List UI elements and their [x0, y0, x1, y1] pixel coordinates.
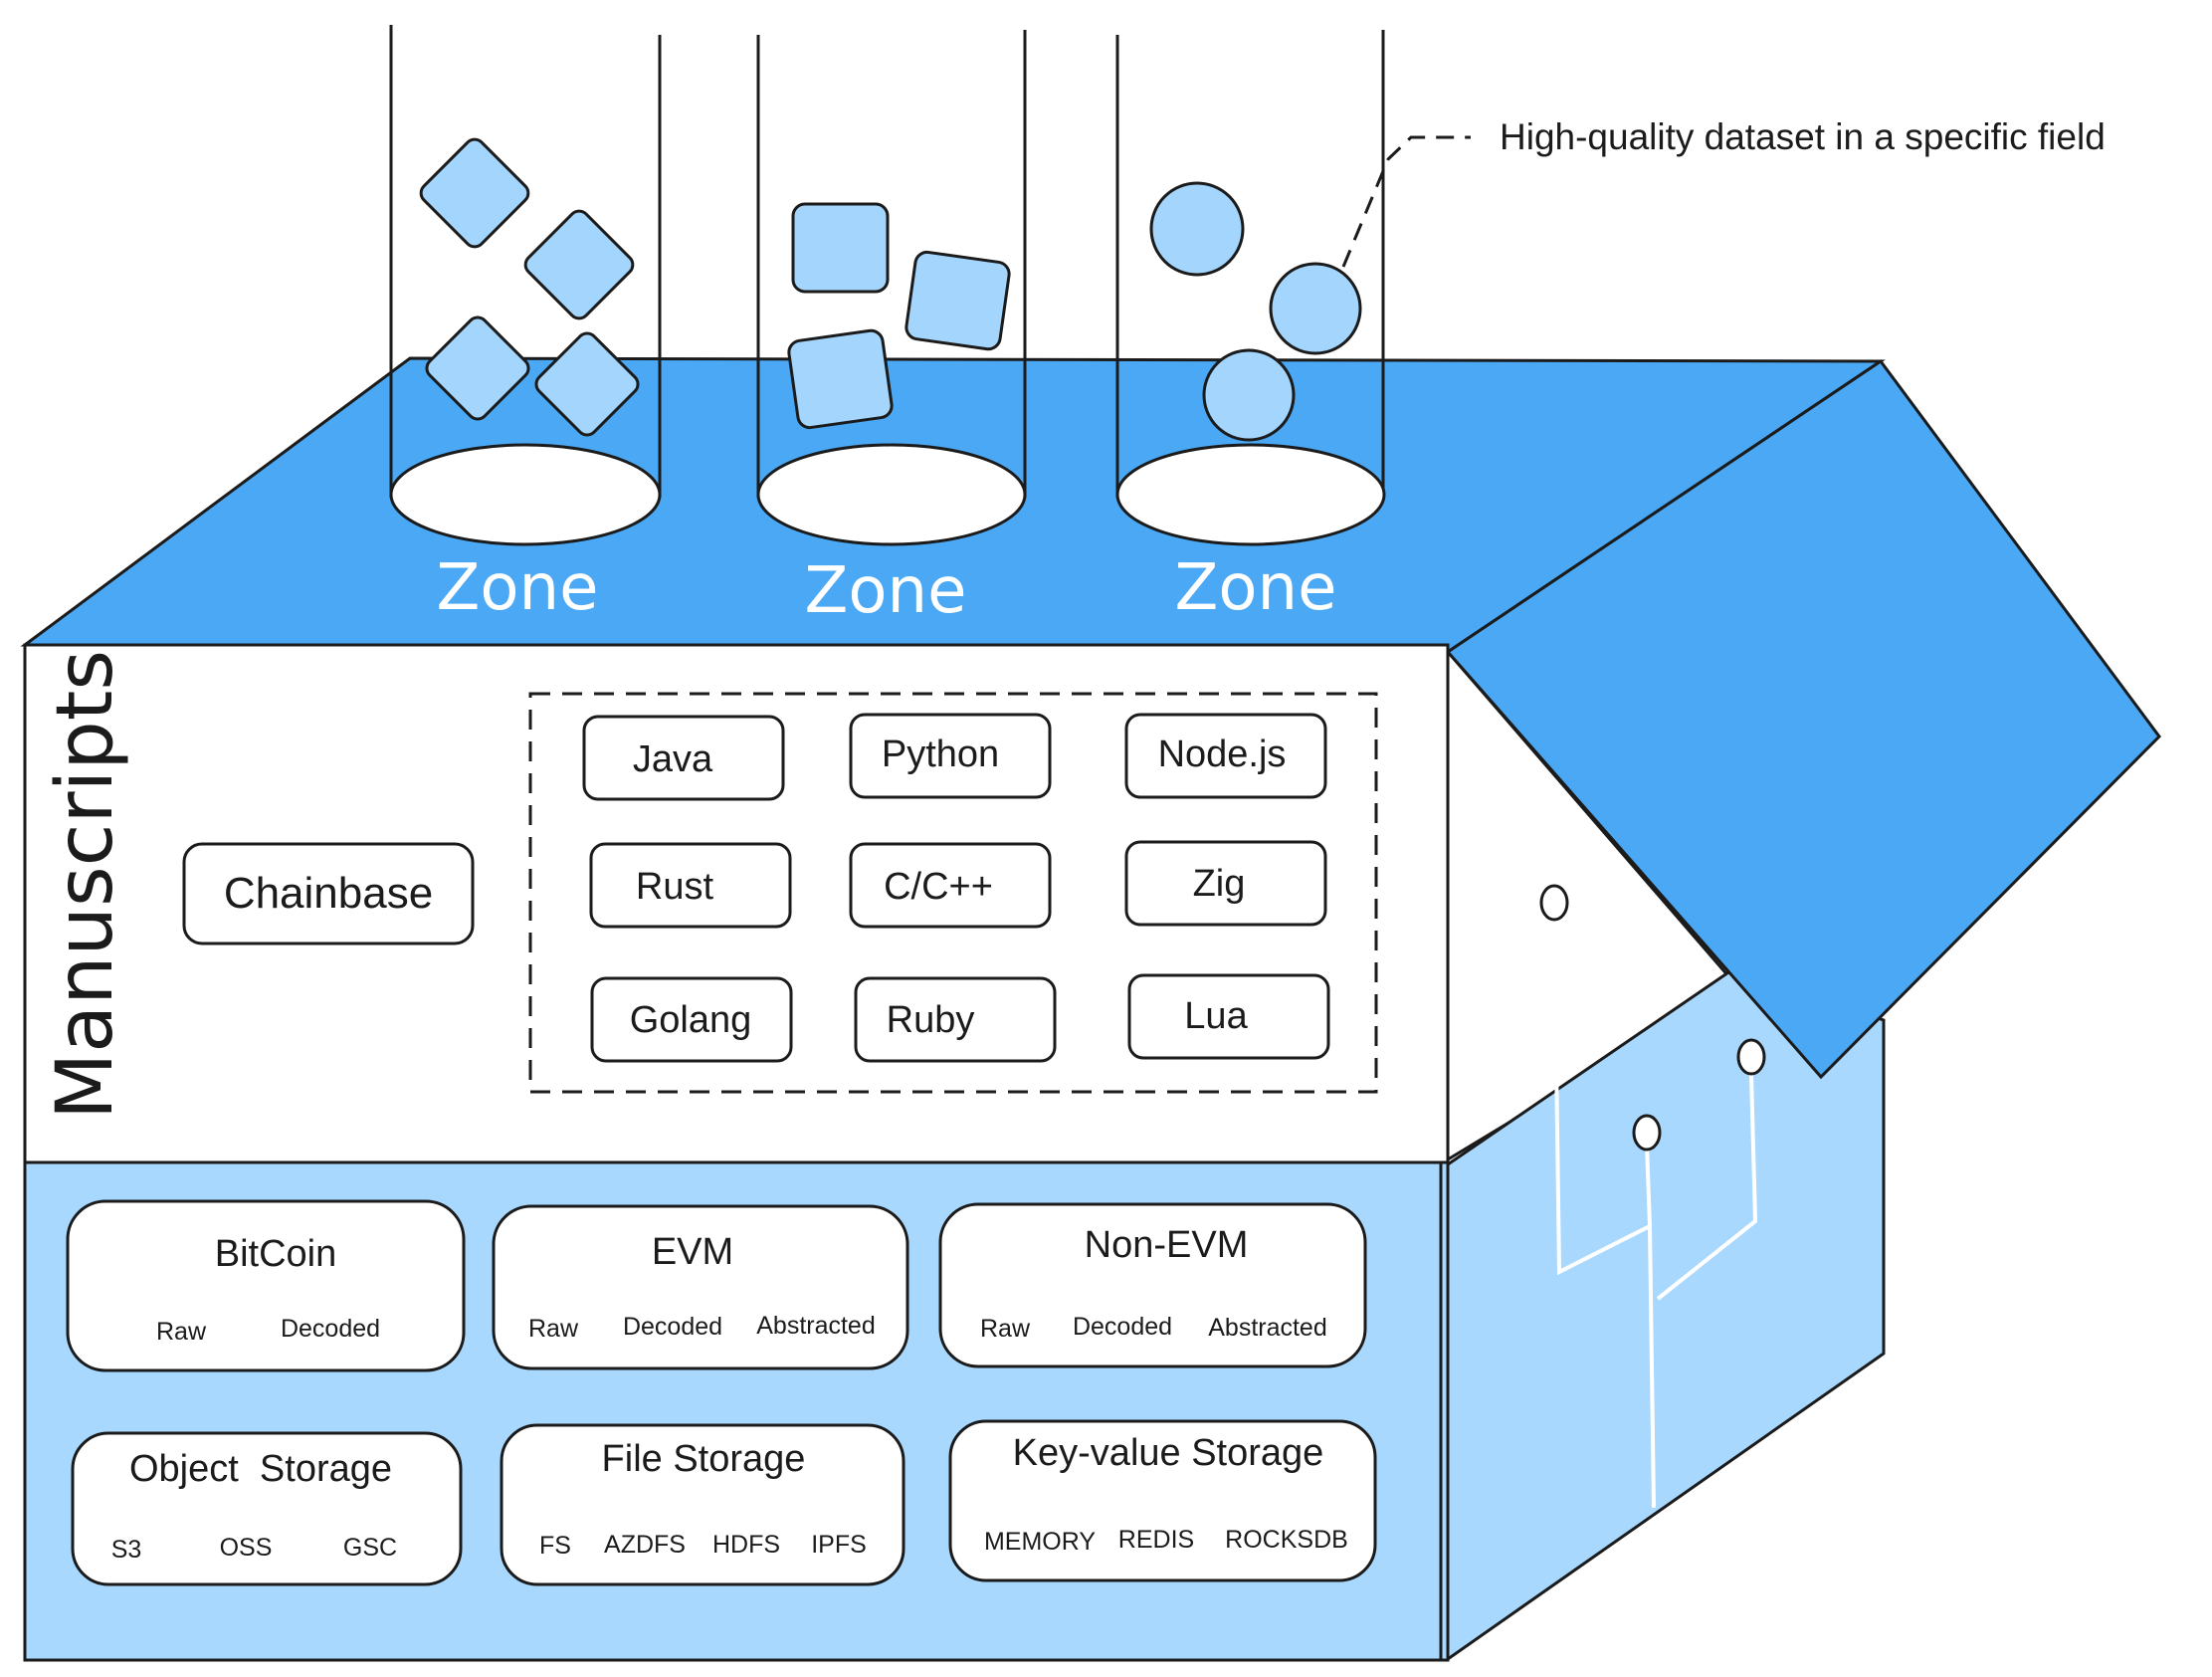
chain-item: Decoded [623, 1313, 722, 1341]
callout-label: High-quality dataset in a specific field [1500, 116, 2106, 157]
chainbase-label: Chainbase [224, 869, 433, 918]
chain-item: Abstracted [756, 1312, 876, 1340]
storage-item: AZDFS [604, 1531, 686, 1559]
lang-cpp: C/C++ [884, 866, 993, 908]
zone-tube-3 [1115, 30, 1386, 546]
chain-item: Raw [980, 1315, 1031, 1343]
circuit-node [1539, 884, 1569, 922]
zone-label-1: Zone [437, 551, 599, 625]
storage-item: GSC [343, 1534, 397, 1562]
chain-title-bitcoin: BitCoin [215, 1233, 337, 1275]
storage-box-keyvalue [948, 1419, 1377, 1582]
zone-tube-2 [756, 30, 1027, 546]
storage-title-object: Object Storage [129, 1448, 392, 1490]
lang-box-cpp [849, 842, 1052, 929]
lang-golang: Golang [630, 999, 752, 1041]
storage-item: OSS [220, 1534, 273, 1562]
manuscripts-label: Manuscripts [41, 650, 130, 1120]
lang-box-python [849, 713, 1052, 799]
lang-box-rust [589, 842, 792, 929]
lang-box-zig [1124, 840, 1327, 927]
storage-item: REDIS [1118, 1526, 1194, 1554]
chain-item: Decoded [1073, 1313, 1172, 1341]
zone-tube-1 [389, 25, 662, 546]
storage-item: MEMORY [984, 1528, 1096, 1556]
circuit-node [1632, 1114, 1662, 1152]
chain-box-nonevm [938, 1202, 1367, 1368]
chainbase-box [182, 842, 475, 945]
storage-item: IPFS [811, 1531, 867, 1559]
storage-item: ROCKSDB [1225, 1526, 1348, 1554]
chain-item: Abstracted [1208, 1314, 1327, 1342]
lang-nodejs: Node.js [1158, 734, 1287, 775]
languages-group [528, 692, 1378, 1094]
dataset-squares [787, 202, 1011, 430]
chain-box-bitcoin [66, 1199, 466, 1372]
chain-item: Raw [156, 1318, 207, 1346]
lang-box-java [582, 715, 785, 801]
lang-box-nodejs [1124, 713, 1327, 799]
storage-item: S3 [111, 1536, 142, 1564]
lang-zig: Zig [1193, 863, 1246, 905]
storage-item: FS [539, 1532, 571, 1560]
chain-item: Decoded [281, 1315, 380, 1343]
circuit-lines [1552, 917, 1758, 1509]
lang-box-lua [1127, 973, 1330, 1060]
storage-title-keyvalue: Key-value Storage [1013, 1432, 1324, 1474]
chain-title-evm: EVM [652, 1231, 733, 1273]
lang-java: Java [633, 738, 713, 780]
lang-lua: Lua [1184, 995, 1248, 1037]
chain-box-evm [492, 1204, 909, 1370]
lang-ruby: Ruby [887, 999, 975, 1041]
chain-title-nonevm: Non-EVM [1085, 1224, 1249, 1266]
storage-box-file [500, 1423, 905, 1586]
lang-box-ruby [854, 976, 1057, 1063]
dataset-diamonds [419, 137, 640, 437]
lang-python: Python [882, 734, 999, 775]
zone-label-3: Zone [1175, 551, 1337, 625]
chain-item: Raw [528, 1315, 579, 1343]
lid-flap [1445, 358, 2161, 1080]
lang-rust: Rust [636, 866, 714, 908]
dataset-circles [1149, 181, 1362, 442]
circuit-node [1736, 1038, 1766, 1076]
storage-item: HDFS [712, 1531, 780, 1559]
storage-title-file: File Storage [602, 1438, 806, 1480]
lang-box-golang [590, 976, 793, 1063]
callout-leader [1341, 135, 1471, 268]
storage-box-object [71, 1431, 463, 1586]
zone-label-2: Zone [805, 554, 967, 628]
